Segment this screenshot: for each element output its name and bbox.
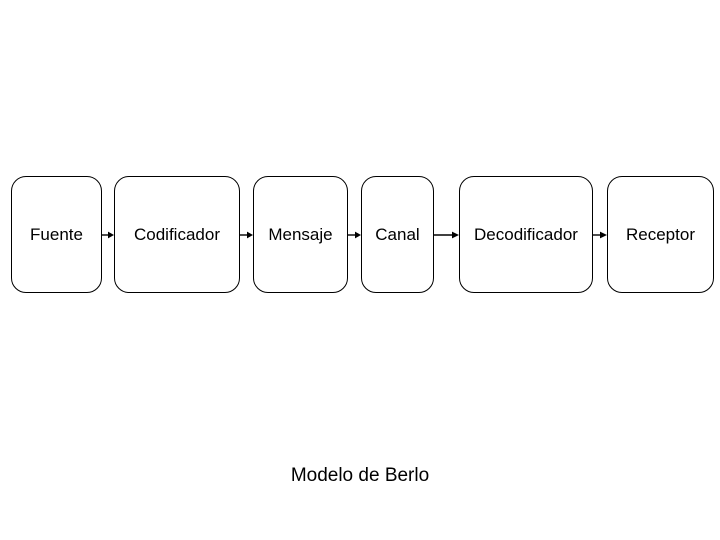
node-receptor[interactable]: Receptor bbox=[607, 176, 714, 293]
connector-decodificador-to-receptor bbox=[593, 228, 607, 242]
node-fuente[interactable]: Fuente bbox=[11, 176, 102, 293]
arrow-right-icon bbox=[240, 231, 253, 238]
node-label: Fuente bbox=[30, 225, 83, 244]
node-mensaje[interactable]: Mensaje bbox=[253, 176, 348, 293]
node-label: Canal bbox=[375, 225, 420, 244]
diagram-caption: Modelo de Berlo bbox=[290, 465, 430, 486]
node-label: Codificador bbox=[134, 225, 220, 244]
arrow-right-icon bbox=[434, 231, 459, 238]
node-label: Receptor bbox=[626, 225, 695, 244]
arrow-right-icon bbox=[102, 231, 114, 238]
arrow-right-icon bbox=[593, 231, 607, 238]
node-canal[interactable]: Canal bbox=[361, 176, 434, 293]
connector-codificador-to-mensaje bbox=[240, 228, 253, 242]
connector-canal-to-decodificador bbox=[434, 228, 459, 242]
connector-mensaje-to-canal bbox=[348, 228, 361, 242]
connector-fuente-to-codificador bbox=[102, 228, 114, 242]
node-label: Mensaje bbox=[268, 225, 333, 244]
node-label: Decodificador bbox=[474, 225, 578, 244]
process-flow: Fuente Codificador Mensaje bbox=[0, 176, 720, 293]
node-codificador[interactable]: Codificador bbox=[114, 176, 240, 293]
node-decodificador[interactable]: Decodificador bbox=[459, 176, 593, 293]
arrow-right-icon bbox=[348, 231, 361, 238]
